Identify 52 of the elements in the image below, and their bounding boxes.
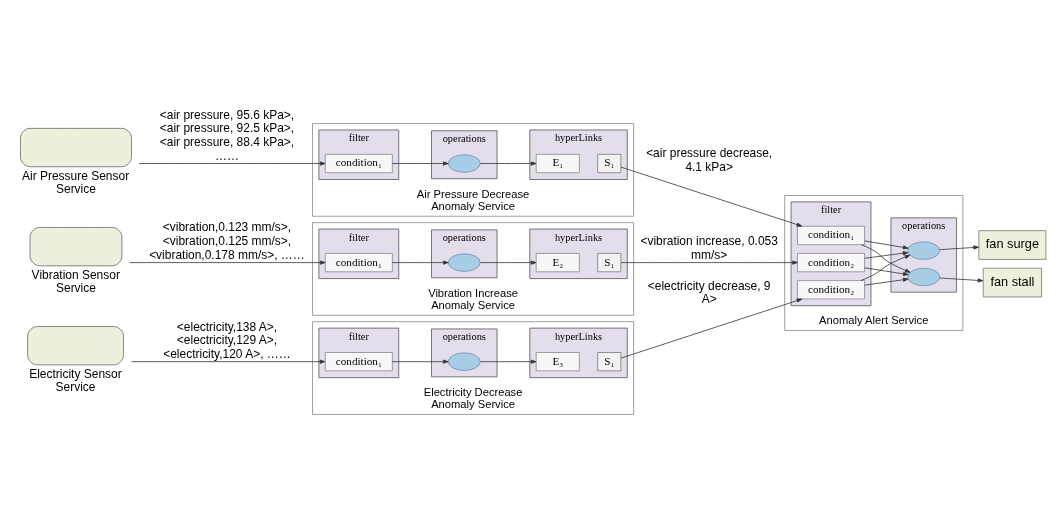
node-box: fan stall [982, 267, 1042, 297]
node-box: condition₂ [797, 252, 865, 272]
arrow [131, 359, 326, 364]
node-box: condition₁ [324, 252, 393, 272]
arrow [864, 277, 909, 286]
node-ellipse [447, 153, 481, 173]
arrow [860, 254, 911, 281]
edge-label: <vibration increase, 0.053 mm/s> [640, 233, 778, 262]
node-ellipse [907, 240, 941, 260]
arrow [392, 160, 449, 166]
node-box: S₁ [597, 351, 622, 371]
node-box: S₁ [597, 153, 622, 173]
node-box: condition₁ [324, 351, 393, 371]
arrow [939, 244, 979, 250]
arrow [620, 166, 803, 227]
node-box: condition₂ [797, 279, 865, 299]
arrow [480, 260, 537, 265]
arrow [138, 160, 326, 166]
node-box: E₂ [535, 252, 580, 272]
node-box: condition₁ [797, 225, 865, 245]
arrow [392, 359, 449, 364]
edge-label: <air pressure decrease, 4.1 kPa> [646, 145, 773, 174]
edge-label: <electricity decrease, 9 A> [647, 278, 771, 306]
arrow [939, 277, 984, 282]
arrow [861, 243, 911, 273]
arrow [864, 250, 909, 259]
node-ellipse [907, 267, 941, 286]
arrow [864, 266, 909, 276]
node-box: fan surge [978, 229, 1047, 260]
cluster: operations [431, 328, 498, 377]
arrow [620, 298, 803, 358]
node-label: Air Pressure Sensor Service [22, 168, 130, 196]
cluster: operations [890, 216, 957, 293]
arrow [620, 260, 798, 265]
edge-label: <vibration,0.123 mm/s>, <vibration,0.125 mm/s>, <vibration,0.178 mm/s>, …… [149, 219, 305, 262]
node-box: S₁ [597, 252, 622, 272]
arrow [480, 160, 537, 166]
edge-label: <air pressure, 95.6 kPa>, <air pressure, 92.5 kPa>, <air pressure, 88.4 kPa>, …… [159, 107, 295, 163]
node-box: condition₁ [324, 153, 393, 173]
cluster: operations [431, 129, 498, 179]
node-box: E₃ [535, 351, 580, 371]
arrow [864, 240, 909, 249]
arrow [480, 359, 537, 364]
node-label: Vibration Sensor Service [31, 267, 120, 295]
arrow [392, 260, 449, 265]
node-ellipse [447, 352, 481, 371]
edge-label: <electricity,138 A>, <electricity,129 A>, <electricity,120 A>, …… [163, 319, 291, 361]
cluster: operations [431, 228, 498, 278]
arrow [129, 260, 326, 265]
node-label: Electricity Sensor Service [29, 366, 122, 394]
node-box: E₁ [535, 153, 580, 173]
node-ellipse [447, 252, 481, 272]
